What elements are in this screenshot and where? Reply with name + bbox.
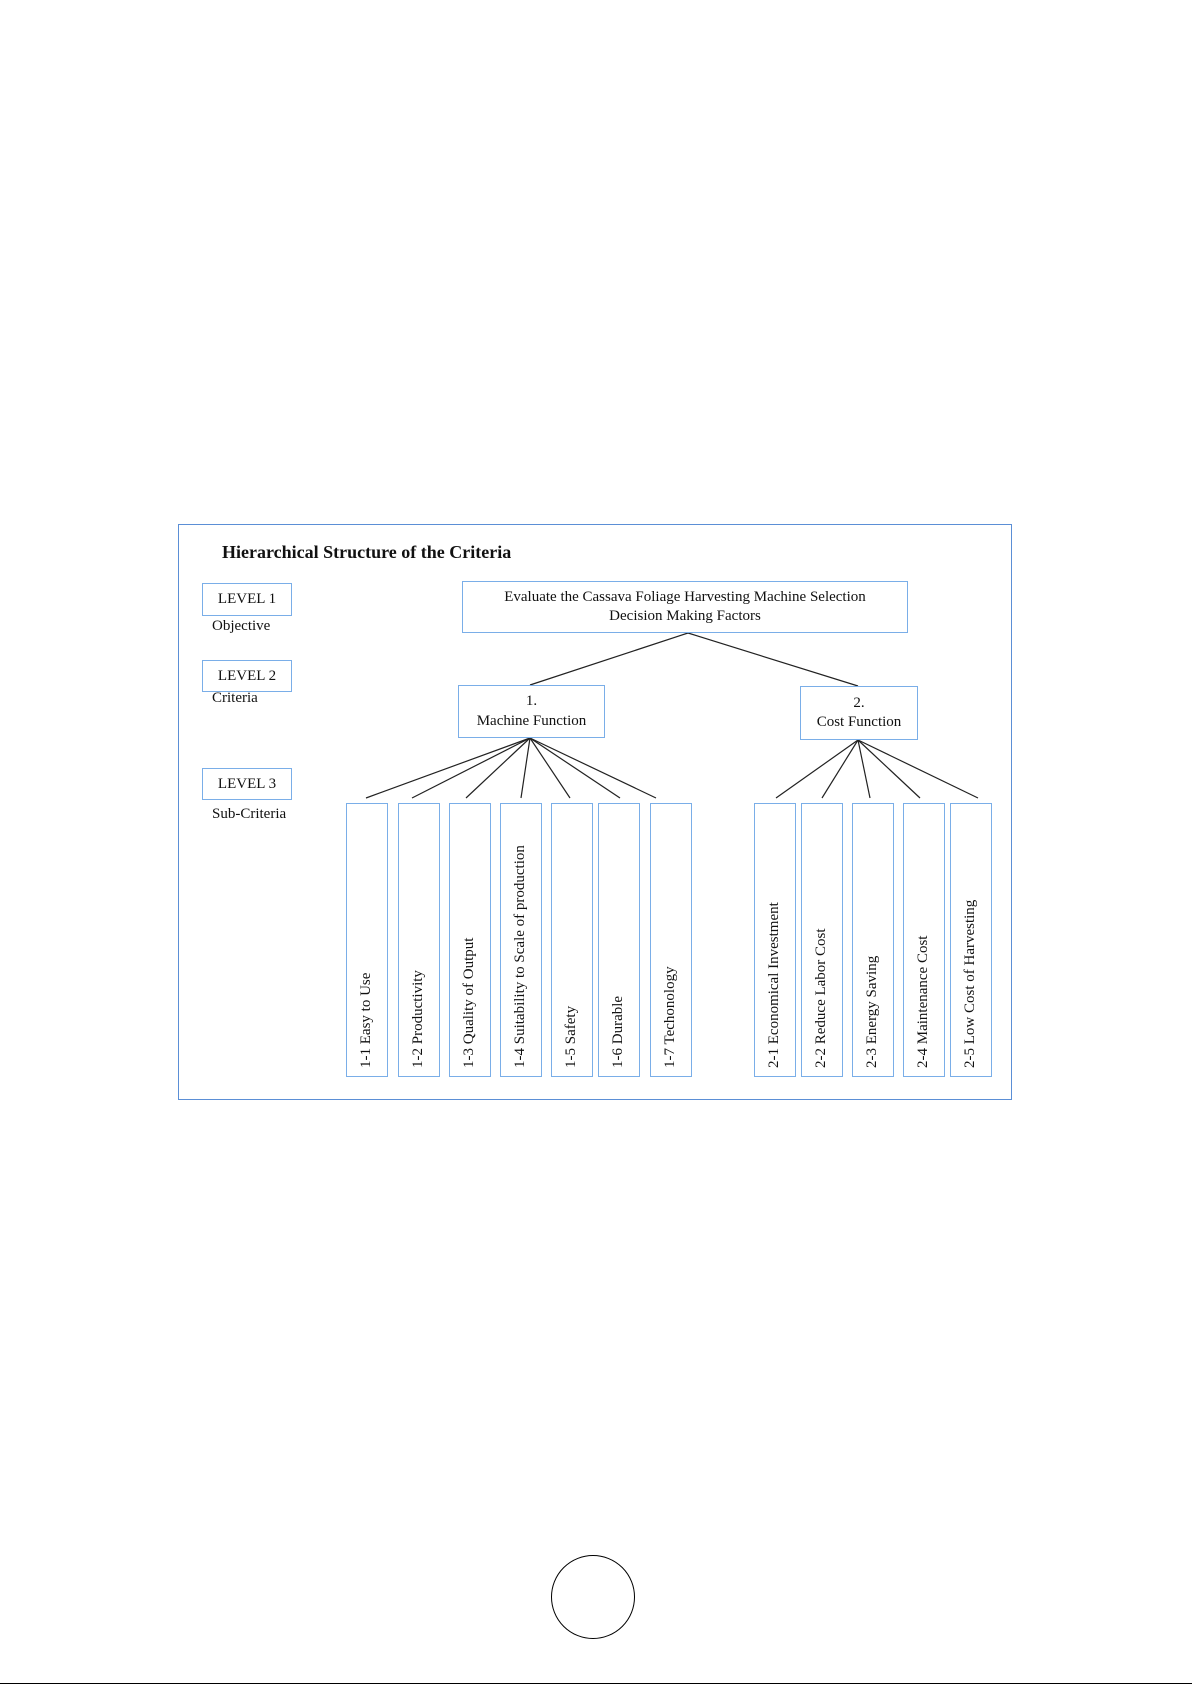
- diagram-title: Hierarchical Structure of the Criteria: [222, 542, 512, 562]
- level-1-box: LEVEL 1: [202, 583, 292, 616]
- sub-criteria-label: 2-3 Energy Saving: [864, 955, 880, 1068]
- sub-criteria-1-7: 1-7 Techonology: [650, 803, 692, 1077]
- level-1-label: LEVEL 1: [217, 591, 277, 607]
- connector-mf-1-1: [365, 737, 531, 799]
- connector-cf-2-3: [857, 739, 871, 799]
- criteria-number: 1.: [525, 693, 538, 709]
- connector-mf-1-3: [465, 737, 531, 799]
- criteria-name: Cost Function: [816, 714, 902, 730]
- level-3-label: LEVEL 3: [217, 775, 277, 792]
- sub-criteria-label: 1-7 Techonology: [662, 966, 678, 1068]
- sub-criteria-label: 1-3 Quality of Output: [461, 937, 477, 1068]
- sub-criteria-1-2: 1-2 Productivity: [398, 803, 440, 1077]
- objective-node: Evaluate the Cassava Foliage Harvesting …: [462, 581, 908, 633]
- level-3-caption: Sub-Criteria: [212, 806, 287, 822]
- bottom-rule: [0, 1683, 1192, 1684]
- connector-mf-1-6: [529, 737, 621, 799]
- sub-criteria-2-3: 2-3 Energy Saving: [852, 803, 894, 1077]
- diagram-frame: [178, 524, 1012, 1100]
- sub-criteria-1-3: 1-3 Quality of Output: [449, 803, 491, 1077]
- objective-line-2: Decision Making Factors: [609, 608, 761, 624]
- connector-mf-1-7: [529, 737, 657, 799]
- connector-cf-2-5: [857, 739, 979, 799]
- sub-criteria-label: 1-4 Suitability to Scale of production: [512, 845, 528, 1068]
- connector-mf-1-5: [529, 737, 571, 799]
- connector-mf-1-2: [411, 737, 531, 799]
- sub-criteria-1-1: 1-1 Easy to Use: [346, 803, 388, 1077]
- sub-criteria-label: 1-6 Durable: [610, 995, 626, 1068]
- sub-criteria-label: 2-5 Low Cost of Harvesting: [962, 899, 978, 1068]
- criteria-node-cost-function: 2. Cost Function: [800, 686, 918, 740]
- connector-objective-criteria-1: [529, 632, 689, 686]
- connector-cf-2-2: [821, 739, 859, 799]
- level-2-caption: Criteria: [212, 690, 258, 706]
- sub-criteria-1-5: 1-5 Safety: [551, 803, 593, 1077]
- connector-cf-2-4: [857, 739, 921, 799]
- sub-criteria-label: 1-1 Easy to Use: [358, 972, 374, 1068]
- level-2-label: LEVEL 2: [217, 667, 277, 684]
- criteria-name: Machine Function: [476, 712, 587, 729]
- page-number-circle: [551, 1555, 635, 1639]
- level-2-box: LEVEL 2: [202, 660, 292, 692]
- criteria-node-machine-function: 1. Machine Function: [458, 685, 605, 738]
- level-1-caption: Objective: [212, 618, 271, 634]
- connector-objective-criteria-2: [687, 632, 859, 687]
- criteria-number: 2.: [853, 694, 865, 711]
- sub-criteria-1-4: 1-4 Suitability to Scale of production: [500, 803, 542, 1077]
- sub-criteria-2-1: 2-1 Economical Investment: [754, 803, 796, 1077]
- objective-line-1: Evaluate the Cassava Foliage Harvesting …: [504, 588, 866, 605]
- connector-mf-1-4: [520, 737, 531, 799]
- connector-cf-2-1: [775, 739, 859, 799]
- sub-criteria-2-2: 2-2 Reduce Labor Cost: [801, 803, 843, 1077]
- sub-criteria-label: 1-2 Productivity: [410, 970, 426, 1068]
- sub-criteria-2-4: 2-4 Maintenance Cost: [903, 803, 945, 1077]
- sub-criteria-2-5: 2-5 Low Cost of Harvesting: [950, 803, 992, 1077]
- sub-criteria-label: 2-1 Economical Investment: [766, 902, 782, 1068]
- sub-criteria-label: 2-2 Reduce Labor Cost: [813, 928, 829, 1068]
- sub-criteria-label: 1-5 Safety: [563, 1005, 579, 1068]
- sub-criteria-label: 2-4 Maintenance Cost: [915, 935, 931, 1068]
- sub-criteria-1-6: 1-6 Durable: [598, 803, 640, 1077]
- level-3-box: LEVEL 3: [202, 768, 292, 800]
